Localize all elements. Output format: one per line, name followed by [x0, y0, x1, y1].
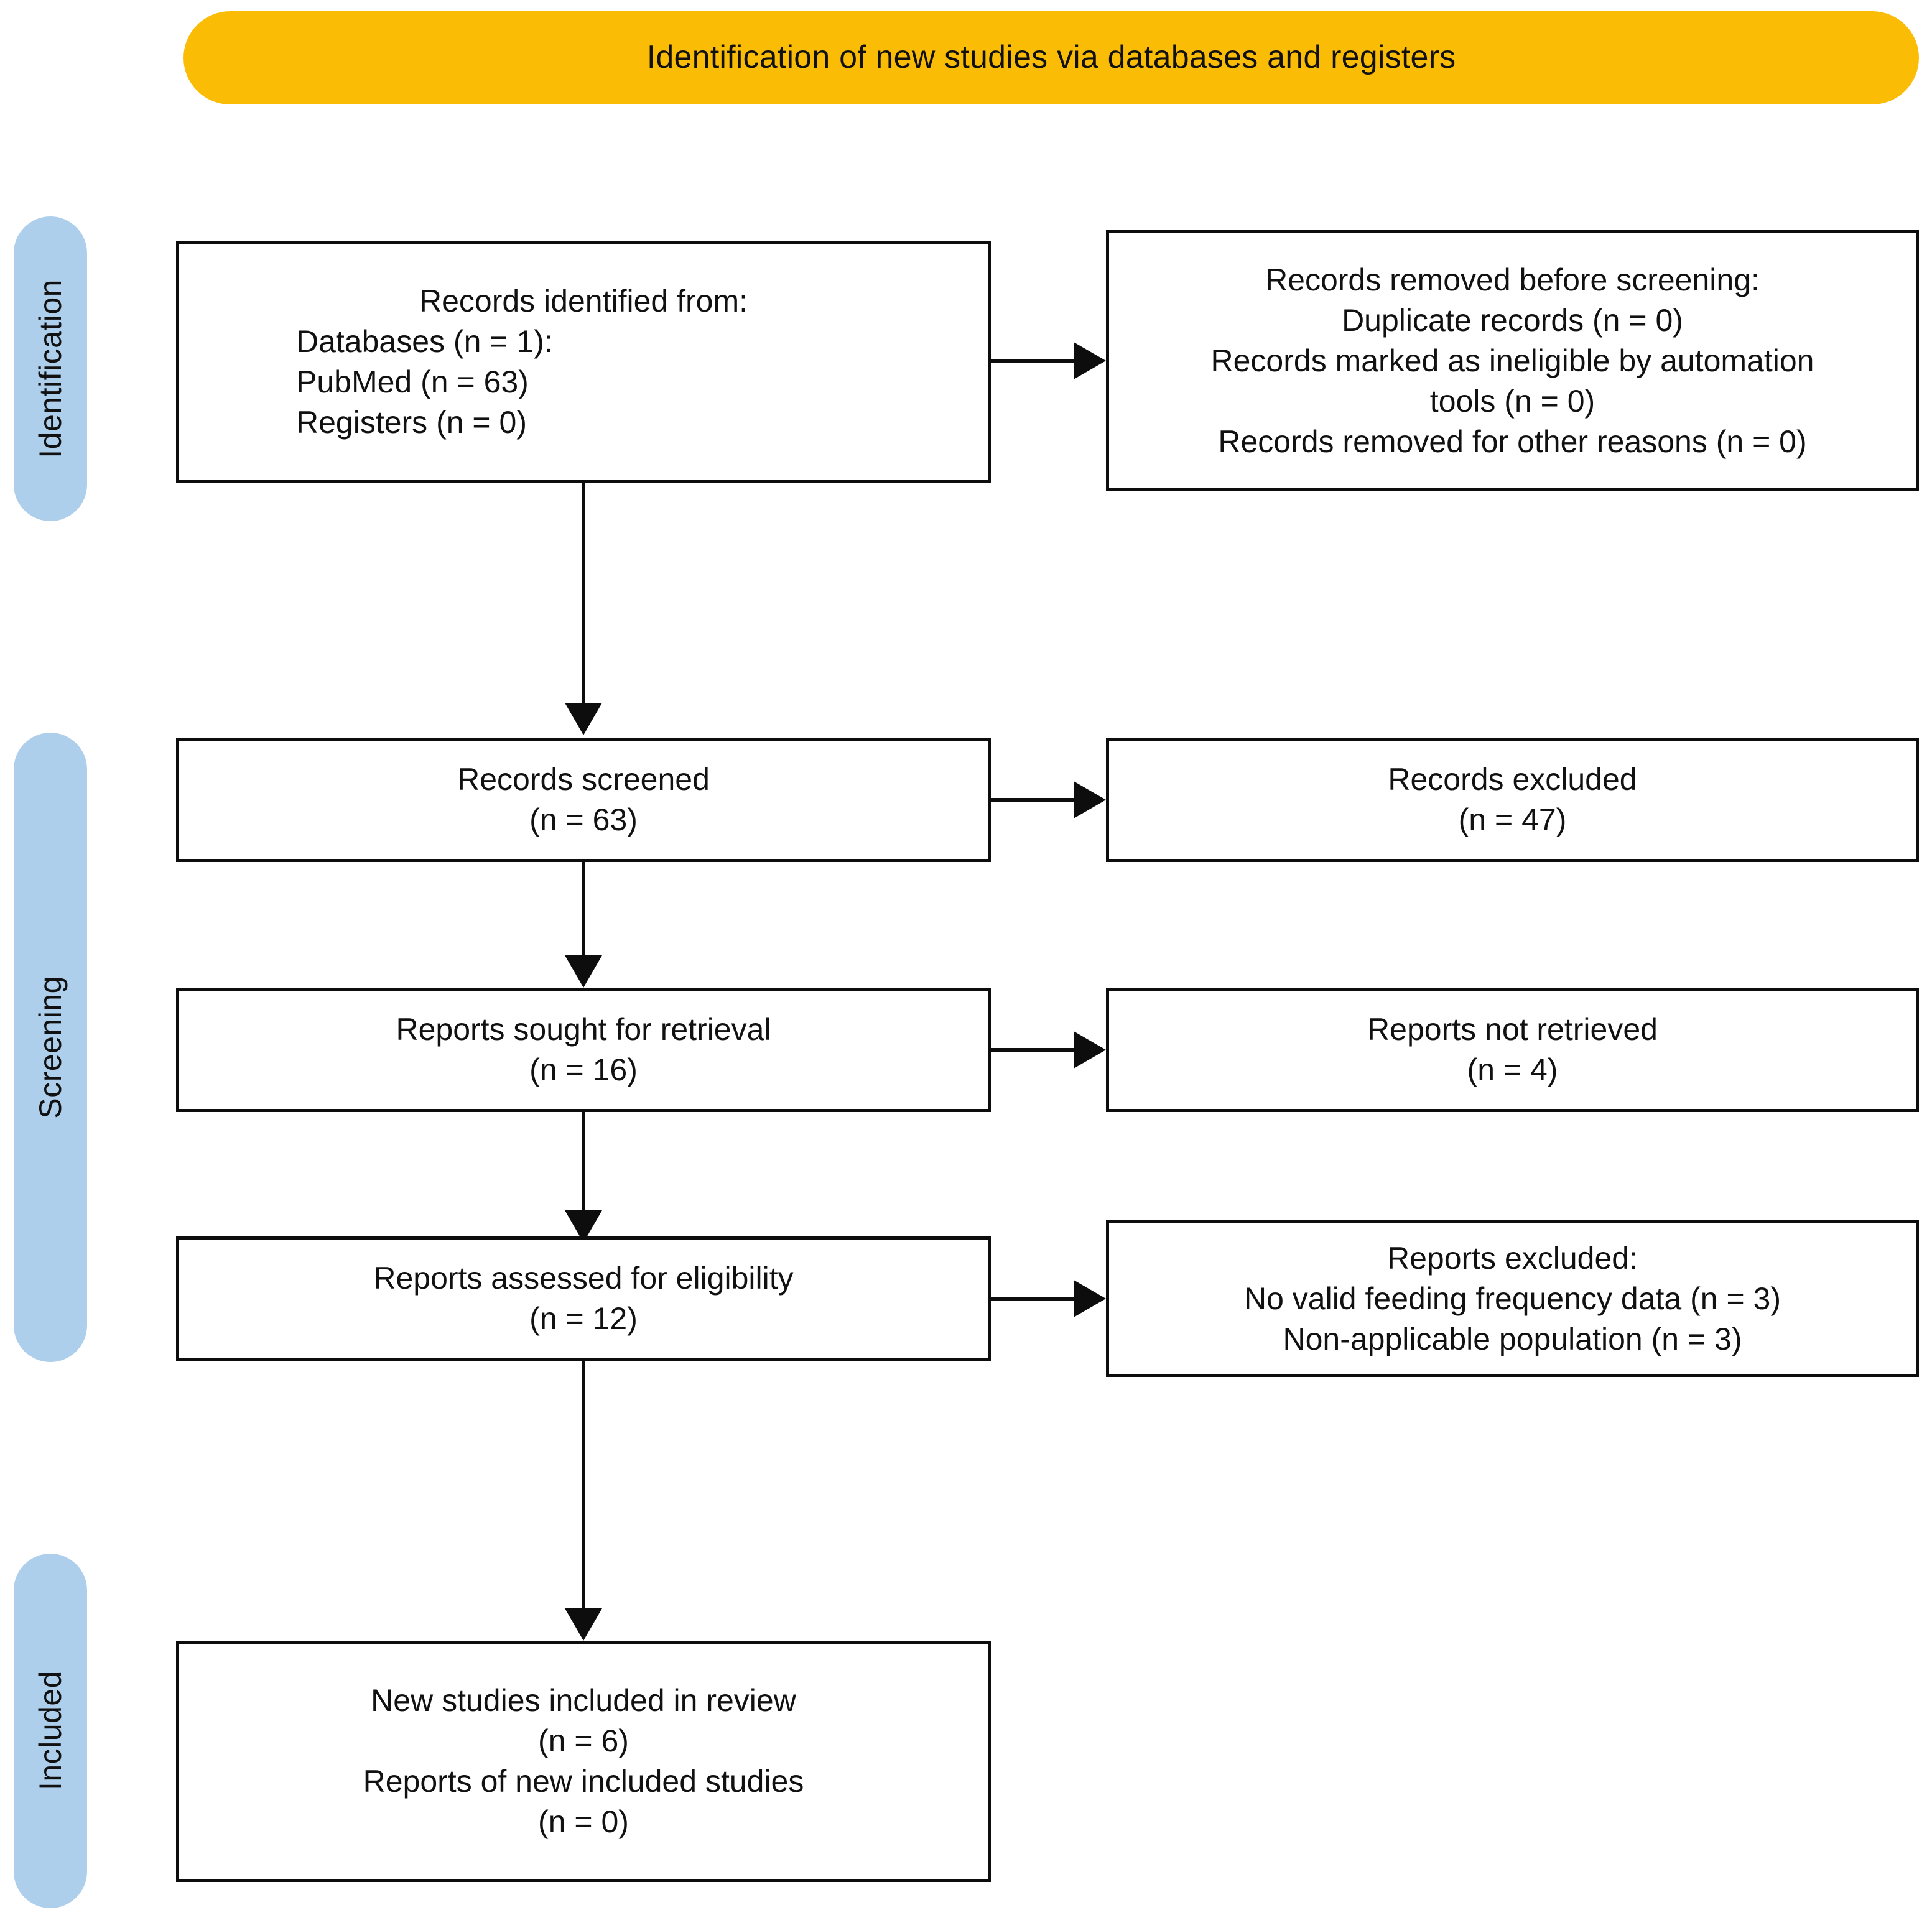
box-reports-excluded: Reports excluded: No valid feeding frequ… — [1106, 1220, 1919, 1377]
arrowhead-screened-to-excluded-icon — [1074, 781, 1106, 818]
box-reports-assessed: Reports assessed for eligibility (n = 12… — [176, 1236, 991, 1361]
box-records-screened: Records screened (n = 63) — [176, 738, 991, 862]
connector-sought-to-not-retrieved — [991, 1048, 1074, 1052]
box-reports-assessed-line-1: Reports assessed for eligibility — [373, 1261, 794, 1296]
box-new-studies-included-line-4: (n = 0) — [538, 1804, 629, 1839]
arrowhead-screened-to-sought-icon — [565, 955, 602, 988]
box-records-identified-line-4: Registers (n = 0) — [296, 405, 527, 440]
box-reports-sought-line-1: Reports sought for retrieval — [396, 1012, 771, 1047]
arrowhead-identified-to-removed-icon — [1074, 342, 1106, 379]
stage-label-screening: Screening — [33, 976, 68, 1119]
box-reports-excluded-line-2: No valid feeding frequency data (n = 3) — [1243, 1281, 1781, 1316]
box-reports-sought: Reports sought for retrieval (n = 16) — [176, 988, 991, 1112]
box-new-studies-included: New studies included in review (n = 6) R… — [176, 1641, 991, 1882]
stage-label-identification: Identification — [33, 279, 68, 458]
box-reports-not-retrieved: Reports not retrieved (n = 4) — [1106, 988, 1919, 1112]
box-records-excluded-line-1: Records excluded — [1388, 762, 1637, 797]
box-records-excluded: Records excluded (n = 47) — [1106, 738, 1919, 862]
box-reports-sought-line-2: (n = 16) — [529, 1052, 638, 1087]
box-reports-excluded-line-1: Reports excluded: — [1386, 1240, 1638, 1276]
arrowhead-assessed-to-included-icon — [565, 1608, 602, 1641]
connector-identified-to-screened — [582, 483, 585, 703]
connector-assessed-to-reports-excluded — [991, 1297, 1074, 1301]
box-reports-not-retrieved-line-2: (n = 4) — [1467, 1052, 1558, 1087]
box-records-excluded-line-2: (n = 47) — [1458, 802, 1567, 837]
box-removed-line-5: Records removed for other reasons (n = 0… — [1218, 424, 1807, 459]
box-removed-line-4: tools (n = 0) — [1429, 383, 1595, 419]
diagram-title: Identification of new studies via databa… — [646, 39, 1456, 76]
box-reports-assessed-line-2: (n = 12) — [529, 1301, 638, 1336]
stage-label-included: Included — [33, 1671, 68, 1791]
box-removed-line-2: Duplicate records (n = 0) — [1342, 302, 1683, 338]
stage-pill-screening: Screening — [14, 733, 87, 1362]
connector-sought-to-assessed — [582, 1112, 585, 1210]
box-reports-excluded-line-3: Non-applicable population (n = 3) — [1283, 1321, 1742, 1356]
box-records-screened-line-2: (n = 63) — [529, 802, 638, 837]
arrowhead-identified-to-screened-icon — [565, 703, 602, 735]
arrowhead-sought-to-not-retrieved-icon — [1074, 1031, 1106, 1069]
stage-pill-identification: Identification — [14, 216, 87, 521]
connector-screened-to-excluded — [991, 798, 1074, 802]
box-records-screened-line-1: Records screened — [457, 762, 710, 797]
box-removed-line-1: Records removed before screening: — [1265, 262, 1760, 297]
box-new-studies-included-line-2: (n = 6) — [538, 1723, 629, 1758]
connector-identified-to-removed — [991, 359, 1074, 363]
box-reports-not-retrieved-line-1: Reports not retrieved — [1367, 1012, 1658, 1047]
box-records-identified-line-3: PubMed (n = 63) — [296, 364, 529, 399]
stage-pill-included: Included — [14, 1554, 87, 1908]
box-records-identified-line-2: Databases (n = 1): — [296, 324, 553, 359]
diagram-header-banner: Identification of new studies via databa… — [183, 11, 1919, 104]
box-removed-line-3: Records marked as ineligible by automati… — [1210, 343, 1814, 378]
box-records-identified: Records identified from: Databases (n = … — [176, 241, 991, 483]
connector-assessed-to-included — [582, 1361, 585, 1608]
box-records-identified-line-1: Records identified from: — [419, 284, 748, 318]
box-records-removed-before-screening: Records removed before screening: Duplic… — [1106, 230, 1919, 491]
arrowhead-assessed-to-reports-excluded-icon — [1074, 1280, 1106, 1317]
box-new-studies-included-line-3: Reports of new included studies — [363, 1764, 804, 1799]
box-new-studies-included-line-1: New studies included in review — [371, 1683, 796, 1718]
connector-screened-to-sought — [582, 862, 585, 955]
